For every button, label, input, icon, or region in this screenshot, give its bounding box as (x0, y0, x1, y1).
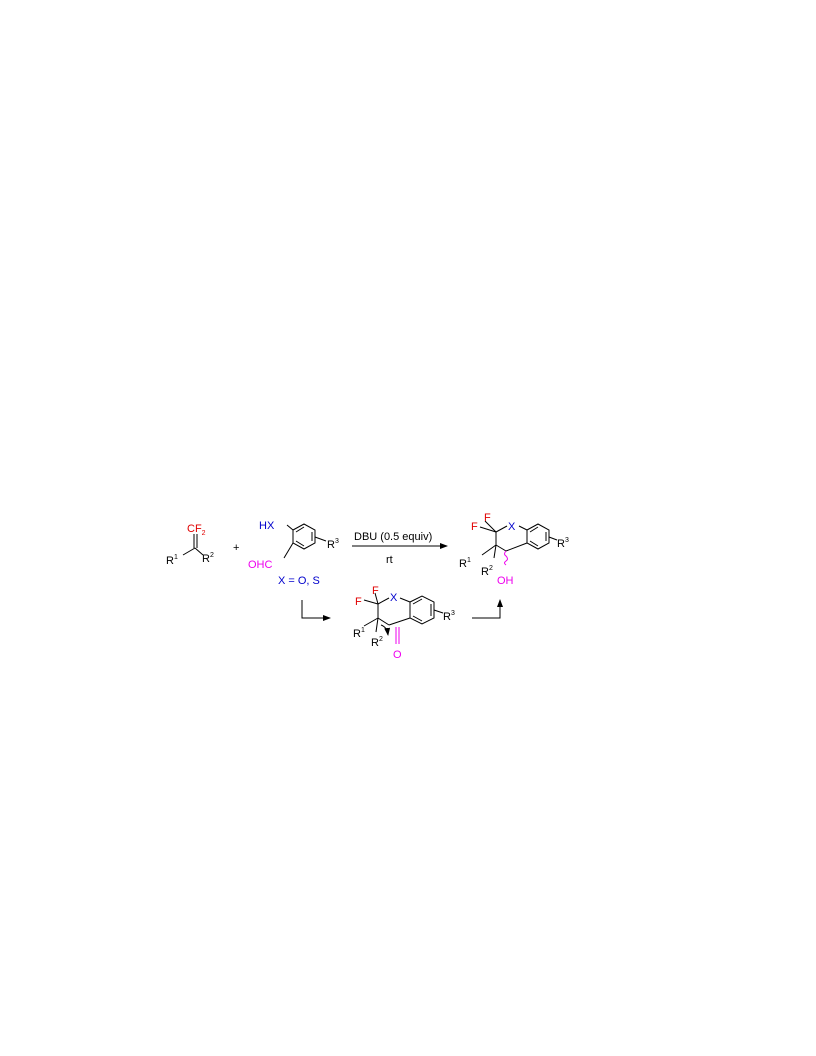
temperature-label: rt (386, 554, 393, 566)
product-f-left: F (471, 521, 478, 533)
product-structure: F F X R3 R1 R2 OH (459, 512, 569, 587)
bond-to-r3 (314, 536, 327, 542)
r2-label: R2 (202, 552, 214, 565)
aromatic-inner-bond (295, 526, 305, 533)
mechanism-arrows (301, 599, 503, 621)
bond-to-r2 (375, 617, 379, 633)
arrow-down-to-intermediate (301, 600, 331, 621)
bond-x-to-ring (399, 597, 411, 603)
product-f-top: F (484, 512, 491, 524)
ring-bond (495, 544, 507, 552)
intermediate-x-label: X (390, 592, 398, 604)
ring-bond (518, 525, 528, 531)
reactant-difluoroalkene: CF2 R1 R2 (166, 523, 214, 567)
arrow-up-to-product (472, 599, 503, 619)
curved-electron-arrow (380, 624, 391, 636)
bond-c-to-carbonyl (377, 617, 390, 626)
bond-to-r1 (182, 547, 196, 556)
bond-to-f-left (479, 526, 497, 533)
r3-label: R3 (327, 538, 339, 551)
ring-bond (505, 542, 528, 552)
aromatic-inner-bond (529, 540, 539, 547)
x-definition: X = O, S (278, 575, 320, 587)
cf2-label: CF2 (187, 523, 206, 537)
product-r2-label: R2 (481, 565, 493, 578)
product-r3-label: R3 (557, 537, 569, 550)
bond-to-hx (286, 524, 294, 531)
bond-to-r1 (363, 617, 379, 627)
intermediate-f-top: F (372, 585, 379, 597)
ring-bond (495, 525, 508, 533)
bond-to-r2 (493, 544, 497, 559)
reaction-arrow: DBU (0.5 equiv) rt (352, 531, 448, 566)
bond-carbonyl-to-ring (388, 617, 411, 626)
aromatic-inner-bond (412, 615, 423, 622)
intermediate-benzene-ring (409, 595, 435, 625)
bond-to-r3 (433, 609, 444, 614)
product-r1-label: R1 (459, 557, 471, 570)
bond-to-r1 (481, 544, 497, 556)
r1-label: R1 (166, 554, 178, 567)
ohc-label: OHC (248, 559, 273, 571)
bond-to-f-left (363, 599, 379, 605)
reagent-label: DBU (0.5 equiv) (354, 531, 432, 543)
bond-to-f-top (484, 520, 497, 533)
aromatic-inner-bond (529, 526, 539, 533)
intermediate-r2-label: R2 (371, 636, 383, 649)
bond-to-f-top (374, 592, 379, 605)
bond-to-r2 (194, 547, 204, 556)
bond-to-r3 (548, 536, 558, 541)
aromatic-inner-bond (295, 540, 305, 547)
plus-sign: + (233, 542, 239, 554)
bond-to-cho (283, 542, 294, 559)
hx-label: HX (259, 520, 275, 532)
intermediate-o-label: O (393, 649, 402, 661)
aromatic-inner-bond (412, 598, 423, 605)
product-x-label: X (508, 521, 516, 533)
intermediate-r1-label: R1 (353, 627, 365, 640)
wavy-bond-to-oh (504, 550, 508, 566)
intermediate-f-left: F (355, 596, 362, 608)
bond-cf2-to-x (377, 597, 390, 605)
intermediate-structure: F F X R3 R1 R2 O (353, 585, 455, 661)
reactant-benzaldehyde: HX OHC R3 X = O, S (248, 520, 339, 587)
intermediate-r3-label: R3 (443, 610, 455, 623)
product-oh-label: OH (497, 575, 514, 587)
